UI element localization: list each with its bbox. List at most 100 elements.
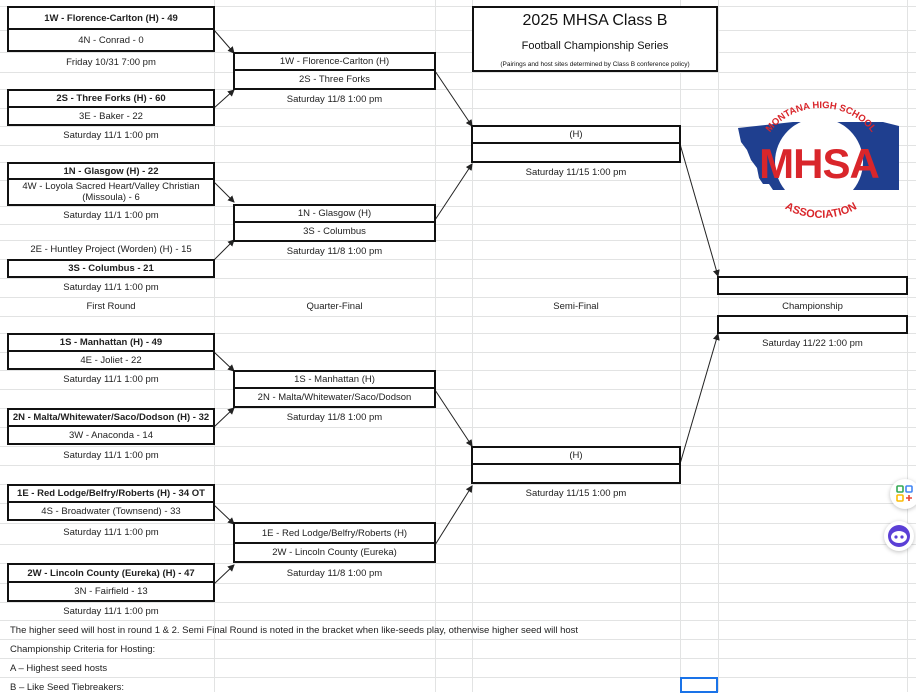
fr8-date[interactable]: Saturday 11/1 1:00 pm	[63, 605, 159, 617]
round-label-championship: Championship	[782, 301, 843, 312]
logo-center-text: MHSA	[759, 140, 879, 187]
page-title: 2025 MHSA Class B	[522, 12, 668, 29]
connector	[213, 89, 235, 109]
page-subtitle: Football Championship Series	[521, 40, 669, 52]
connector	[213, 407, 235, 428]
sf1-bottom-team[interactable]	[471, 144, 681, 163]
grid-row-line	[0, 52, 916, 53]
grid-row-line	[0, 297, 916, 298]
connector	[213, 504, 235, 525]
qf2-bottom-team[interactable]: 3S - Columbus	[233, 223, 436, 242]
grid-row-line	[0, 278, 916, 279]
grid-row-line	[0, 316, 916, 317]
championship-top-team[interactable]	[717, 276, 908, 295]
grid-row-line	[0, 620, 916, 621]
fr2-date[interactable]: Saturday 11/1 1:00 pm	[63, 130, 159, 141]
grid-row-line	[0, 6, 916, 7]
grid-row-line	[0, 583, 916, 584]
sf1-top-team[interactable]: (H)	[471, 125, 681, 144]
note-hosting-rule: The higher seed will host in round 1 & 2…	[10, 625, 579, 636]
qf4-date[interactable]: Saturday 11/8 1:00 pm	[286, 567, 383, 579]
grid-row-line	[0, 30, 916, 31]
fr6-bottom-team[interactable]: 3W - Anaconda - 14	[7, 427, 215, 445]
qf2-date[interactable]: Saturday 11/8 1:00 pm	[286, 245, 383, 257]
fr2-top-team[interactable]: 2S - Three Forks (H) - 60	[7, 89, 215, 108]
grid-row-line	[0, 677, 916, 678]
connector	[213, 29, 235, 54]
add-ons-button[interactable]	[890, 479, 916, 509]
qf3-bottom-team[interactable]: 2N - Malta/Whitewater/Saco/Dodson	[233, 389, 436, 408]
round-label-quarter: Quarter-Final	[306, 301, 363, 312]
connector	[434, 70, 473, 127]
fr5-top-team[interactable]: 1S - Manhattan (H) - 49	[7, 333, 215, 352]
grid-row-line	[0, 145, 916, 146]
grid-row-line	[0, 658, 916, 659]
round-label-first: First Round	[86, 301, 136, 312]
championship-date[interactable]: Saturday 11/22 1:00 pm	[762, 338, 863, 349]
connector	[213, 564, 235, 585]
qf3-date[interactable]: Saturday 11/8 1:00 pm	[286, 412, 383, 423]
fr5-bottom-team[interactable]: 4E - Joliet - 22	[7, 352, 215, 370]
fr3-date[interactable]: Saturday 11/1 1:00 pm	[63, 209, 159, 221]
grid-row-line	[0, 224, 916, 225]
grid-row-line	[0, 446, 916, 447]
grid-row-line	[0, 333, 916, 334]
grid-row-line	[0, 544, 916, 545]
grid-row-line	[0, 639, 916, 640]
championship-bottom-team[interactable]	[717, 315, 908, 334]
add-ons-icon	[896, 485, 913, 502]
grid-row-line	[0, 162, 916, 163]
fr3-bottom-team[interactable]: 4W - Loyola Sacred Heart/Valley Christia…	[7, 180, 215, 206]
qf1-top-team[interactable]: 1W - Florence-Carlton (H)	[233, 52, 436, 71]
fr3-top-team[interactable]: 1N - Glasgow (H) - 22	[7, 162, 215, 180]
grid-row-line	[0, 484, 916, 485]
qf3-top-team[interactable]: 1S - Manhattan (H)	[233, 370, 436, 389]
qf1-bottom-team[interactable]: 2S - Three Forks	[233, 71, 436, 90]
sf1-date[interactable]: Saturday 11/15 1:00 pm	[525, 166, 627, 178]
grid-row-line	[0, 563, 916, 564]
grid-row-line	[0, 240, 916, 241]
connector	[434, 163, 473, 221]
qf4-top-team[interactable]: 1E - Red Lodge/Belfry/Roberts (H)	[233, 522, 436, 544]
sf2-date[interactable]: Saturday 11/15 1:00 pm	[525, 488, 627, 499]
round-label-semi: Semi-Final	[553, 301, 599, 312]
title-box: 2025 MHSA Class B Football Championship …	[472, 6, 718, 72]
fr7-date[interactable]: Saturday 11/1 1:00 pm	[63, 527, 159, 538]
qf2-top-team[interactable]: 1N - Glasgow (H)	[233, 204, 436, 223]
fr4-bottom-team[interactable]: 3S - Columbus - 21	[7, 259, 215, 278]
grid-row-line	[0, 126, 916, 127]
connector	[679, 333, 720, 465]
grid-row-line	[0, 389, 916, 390]
sf2-bottom-team[interactable]	[471, 465, 681, 484]
grid-row-line	[0, 602, 916, 603]
fr1-bottom-team[interactable]: 4N - Conrad - 0	[7, 30, 215, 52]
fr7-top-team[interactable]: 1E - Red Lodge/Belfry/Roberts (H) - 34 O…	[7, 484, 215, 503]
fr4-top-team[interactable]: 2E - Huntley Project (Worden) (H) - 15	[30, 244, 192, 255]
assistant-button[interactable]	[884, 521, 914, 551]
connector	[434, 389, 473, 447]
fr7-bottom-team[interactable]: 4S - Broadwater (Townsend) - 33	[7, 503, 215, 521]
fr1-top-team[interactable]: 1W - Florence-Carlton (H) - 49	[7, 6, 215, 30]
fr8-bottom-team[interactable]: 3N - Fairfield - 13	[7, 583, 215, 602]
note-criteria-heading: Championship Criteria for Hosting:	[10, 644, 156, 655]
fr6-top-team[interactable]: 2N - Malta/Whitewater/Saco/Dodson (H) - …	[7, 408, 215, 427]
mhsa-logo: MHSA MONTANA HIGH SCHOOL ASSOCIATION	[738, 100, 899, 221]
fr4-date[interactable]: Saturday 11/1 1:00 pm	[63, 281, 159, 293]
active-cell-selection[interactable]	[680, 677, 718, 693]
connector	[213, 181, 235, 203]
fr8-top-team[interactable]: 2W - Lincoln County (Eureka) (H) - 47	[7, 563, 215, 583]
grid-row-line	[0, 352, 916, 353]
connector	[679, 143, 720, 277]
qf1-date[interactable]: Saturday 11/8 1:00 pm	[286, 94, 383, 105]
grid-row-line	[0, 465, 916, 466]
fr2-bottom-team[interactable]: 3E - Baker - 22	[7, 108, 215, 126]
grid-row-line	[0, 370, 916, 371]
fr6-date[interactable]: Saturday 11/1 1:00 pm	[63, 450, 159, 461]
connector	[213, 351, 235, 372]
fr5-date[interactable]: Saturday 11/1 1:00 pm	[63, 374, 159, 385]
qf4-bottom-team[interactable]: 2W - Lincoln County (Eureka)	[233, 544, 436, 563]
grid-row-line	[0, 259, 916, 260]
fr1-date[interactable]: Friday 10/31 7:00 pm	[66, 56, 156, 68]
note-criteria-b: B – Like Seed Tiebreakers:	[10, 682, 125, 693]
sf2-top-team[interactable]: (H)	[471, 446, 681, 465]
